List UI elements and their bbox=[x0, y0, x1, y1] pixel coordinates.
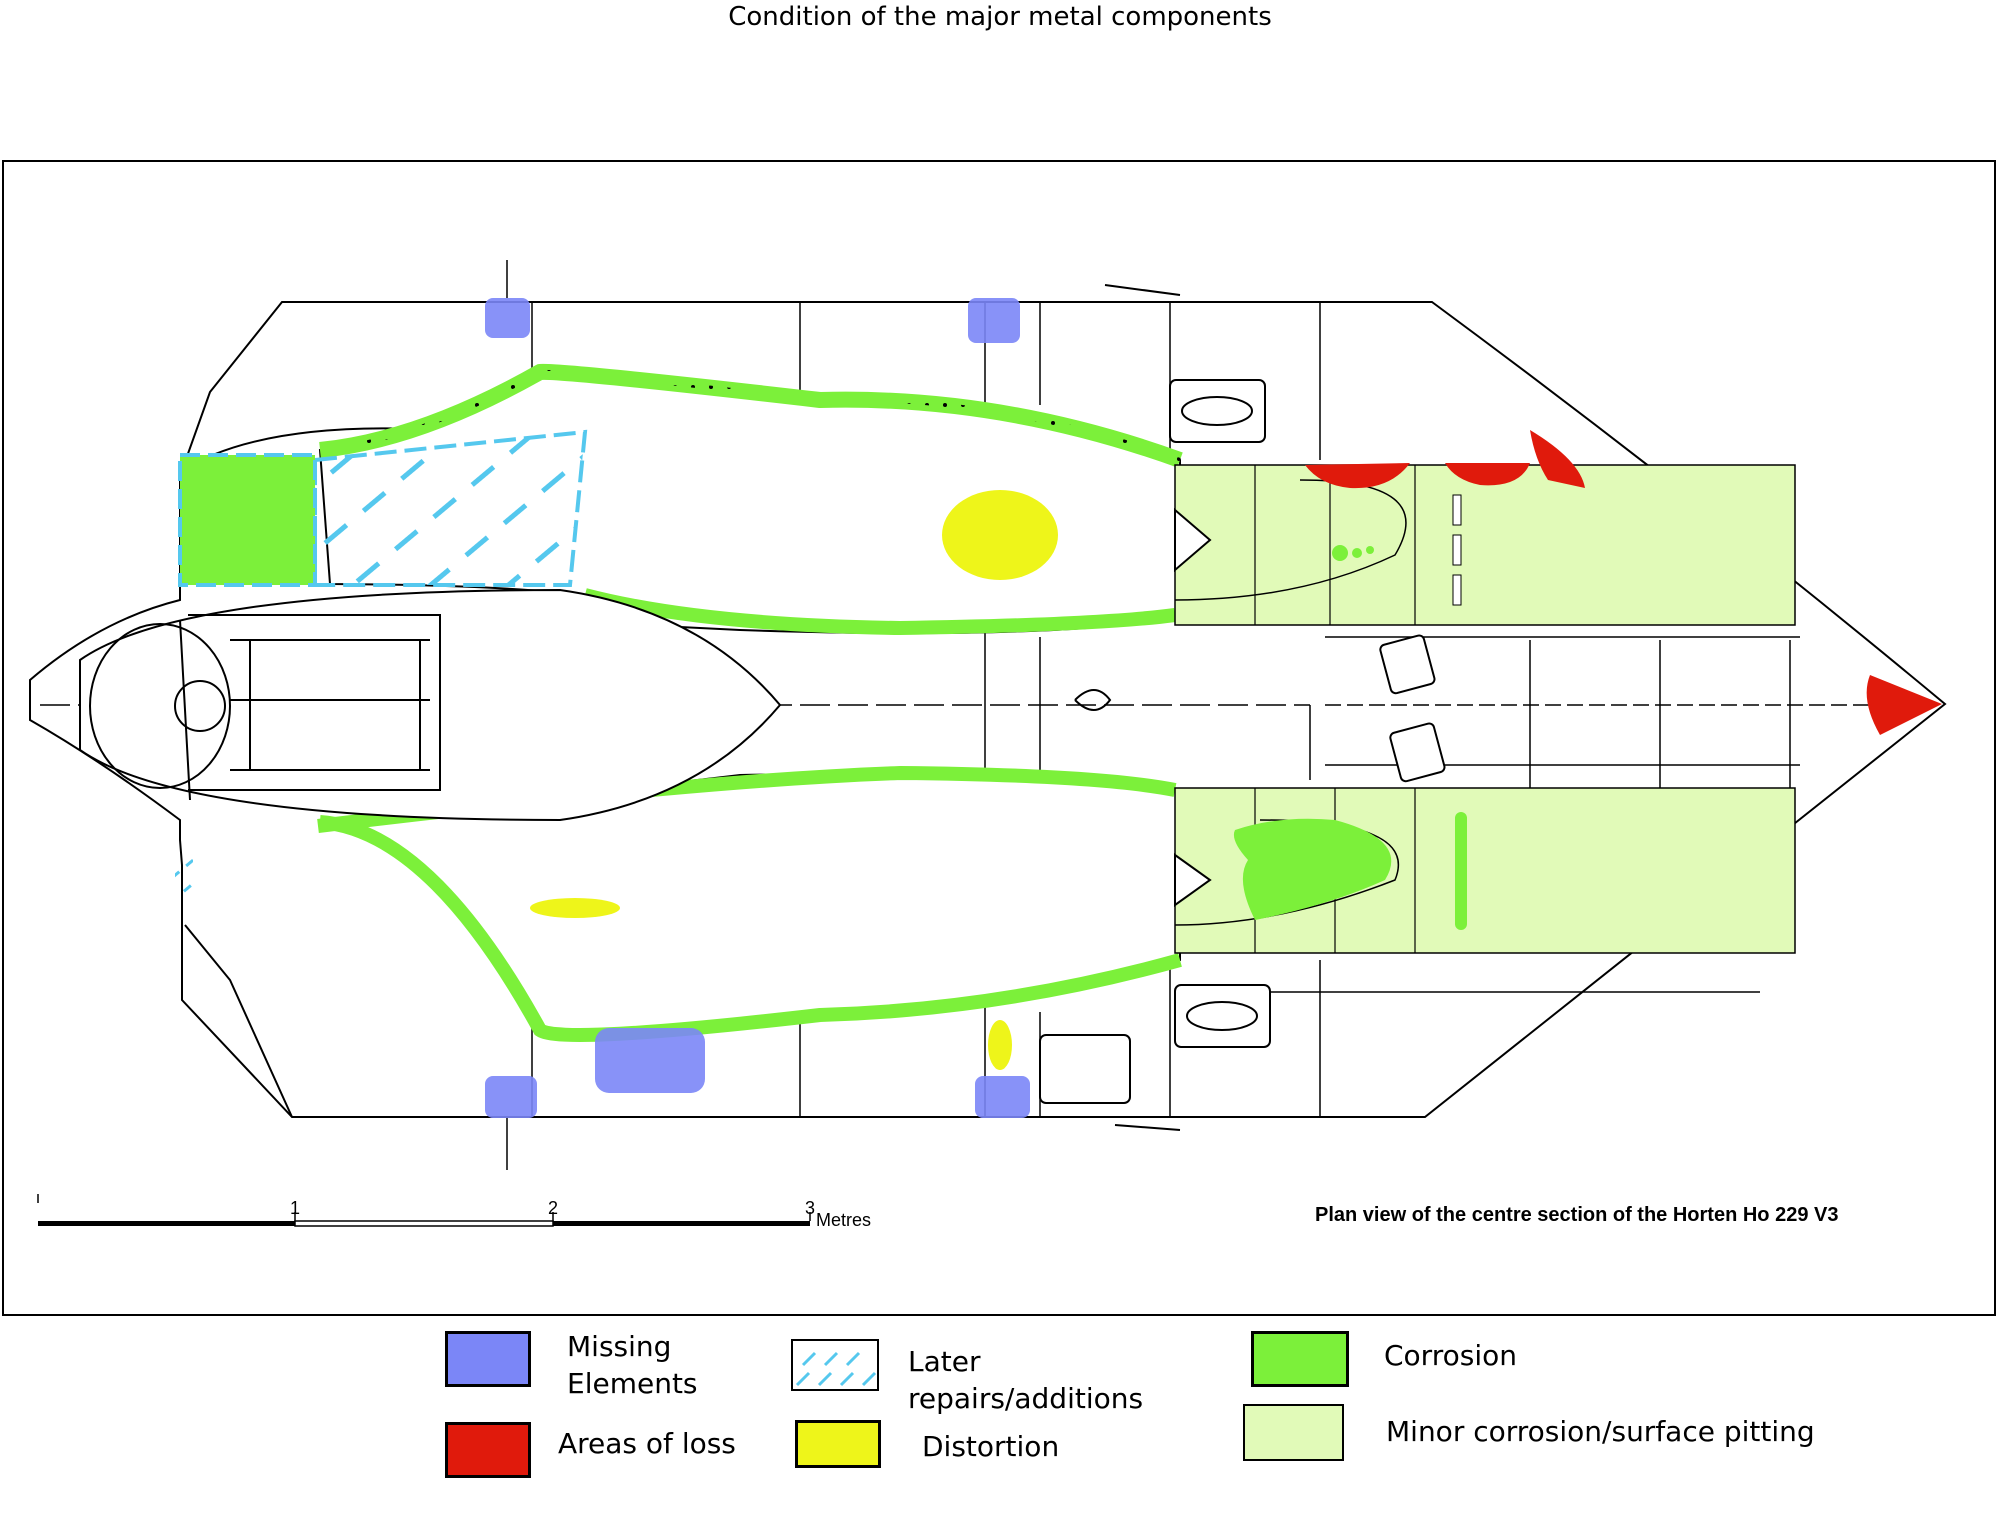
hinge-fitting bbox=[1114, 1124, 1181, 1131]
cockpit-fuselage bbox=[79, 588, 1112, 822]
legend-swatch-corrosion bbox=[1251, 1331, 1349, 1387]
loss-area-nose-tip bbox=[1866, 675, 1942, 735]
missing-element bbox=[485, 298, 530, 338]
scale-unit-label: Metres bbox=[816, 1210, 871, 1230]
hatch-icon bbox=[795, 1351, 877, 1387]
legend-swatch-missing bbox=[445, 1331, 531, 1387]
scale-tick-label: 3 bbox=[805, 1198, 815, 1218]
missing-element bbox=[968, 298, 1020, 343]
loss-area bbox=[1445, 463, 1530, 486]
scale-tick-label: 2 bbox=[548, 1198, 558, 1218]
drawing-frame bbox=[2, 160, 1996, 1316]
corrosion-area-exhaust bbox=[1233, 818, 1392, 920]
missing-element bbox=[485, 1076, 537, 1118]
corrosion-area-upper-left bbox=[178, 453, 317, 587]
legend-label-missing: Missing Elements bbox=[567, 1330, 698, 1400]
legend-label-repairs: Later repairs/additions bbox=[908, 1345, 1144, 1415]
legend-swatch-repairs bbox=[791, 1339, 879, 1391]
corrosion-spot bbox=[1366, 546, 1374, 554]
access-hatches bbox=[1039, 379, 1446, 1104]
corrosion-spot bbox=[1332, 545, 1348, 561]
distortion-area-large bbox=[942, 490, 1058, 580]
legend-label-loss: Areas of loss bbox=[558, 1427, 736, 1460]
legend-label-distortion: Distortion bbox=[922, 1430, 1060, 1463]
scale-bar: 1 2 3 Metres bbox=[37, 1194, 871, 1230]
legend-label-corrosion: Corrosion bbox=[1384, 1339, 1517, 1372]
repair-area-small bbox=[175, 858, 193, 894]
hinge-fitting bbox=[1104, 284, 1181, 296]
loss-area bbox=[1305, 463, 1410, 489]
loss-area bbox=[1530, 430, 1585, 488]
distortion-area-bottom bbox=[988, 1020, 1012, 1070]
corrosion-spot bbox=[1352, 548, 1362, 558]
diagram-caption: Plan view of the centre section of the H… bbox=[1315, 1204, 1838, 1226]
corrosion-strip bbox=[1455, 812, 1467, 930]
page-title: Condition of the major metal components bbox=[728, 2, 1272, 32]
legend-swatch-distortion bbox=[795, 1420, 881, 1468]
scale-tick-label: 1 bbox=[290, 1198, 300, 1218]
distortion-area-small bbox=[530, 898, 620, 918]
repair-area-upper-left bbox=[313, 429, 588, 587]
missing-element-panel bbox=[595, 1028, 705, 1093]
legend-label-minor-corrosion: Minor corrosion/surface pitting bbox=[1386, 1415, 1815, 1448]
missing-element bbox=[975, 1076, 1030, 1118]
legend-swatch-minor-corrosion bbox=[1243, 1404, 1344, 1461]
legend-swatch-loss bbox=[445, 1422, 531, 1478]
